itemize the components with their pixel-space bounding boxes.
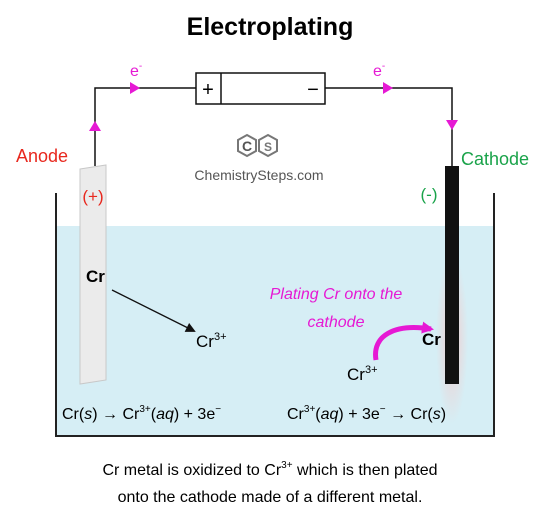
logo-s-hexagon (258, 133, 278, 158)
cathode-half-reaction: Cr3+(aq) + 3e− → Cr(s) (287, 404, 446, 423)
anode-label: Anode (16, 146, 68, 166)
anode-sign: (+) (82, 187, 103, 206)
anode-electrode (79, 164, 107, 385)
logo-text: ChemistrySteps.com (194, 167, 323, 183)
logo-c-hexagon (237, 133, 257, 158)
wire-left (94, 87, 196, 166)
electron-label-right: e- (373, 61, 385, 80)
electron-arrow-right (383, 82, 393, 94)
electron-arrow-up (89, 121, 101, 131)
cathode-sign: (-) (421, 185, 438, 204)
anode-ion-label: Cr3+ (196, 331, 227, 351)
logo-letter-s: S (264, 140, 272, 154)
plating-arrow (373, 321, 434, 361)
battery (195, 72, 326, 105)
cathode-metal-label: Cr (422, 330, 441, 349)
wire-right (325, 87, 453, 166)
anode-metal-label: Cr (86, 267, 105, 286)
diagram-title: Electroplating (187, 13, 354, 41)
logo-letter-c: C (242, 138, 252, 154)
electron-arrow-down (446, 120, 458, 130)
battery-plus: + (202, 79, 214, 101)
caption-line1: Cr metal is oxidized to Cr3+ which is th… (102, 460, 437, 479)
plating-annotation-line1: Plating Cr onto the (270, 286, 403, 303)
battery-minus: − (307, 79, 319, 101)
caption-line2: onto the cathode made of a different met… (118, 489, 423, 506)
beaker (55, 193, 495, 437)
electron-label-left: e- (130, 61, 142, 80)
anode-half-reaction: Cr(s) → Cr3+(aq) + 3e− (62, 404, 221, 423)
cathode-label: Cathode (461, 149, 529, 169)
electron-arrow-left (130, 82, 140, 94)
chemistrysteps-logo: C S ChemistrySteps.com (194, 133, 324, 183)
electrolyte-solution (56, 226, 494, 436)
oxidation-arrow (111, 289, 196, 332)
plating-annotation-line2: cathode (308, 314, 365, 331)
cathode-ion-label: Cr3+ (347, 364, 378, 384)
cathode-electrode (445, 166, 459, 384)
